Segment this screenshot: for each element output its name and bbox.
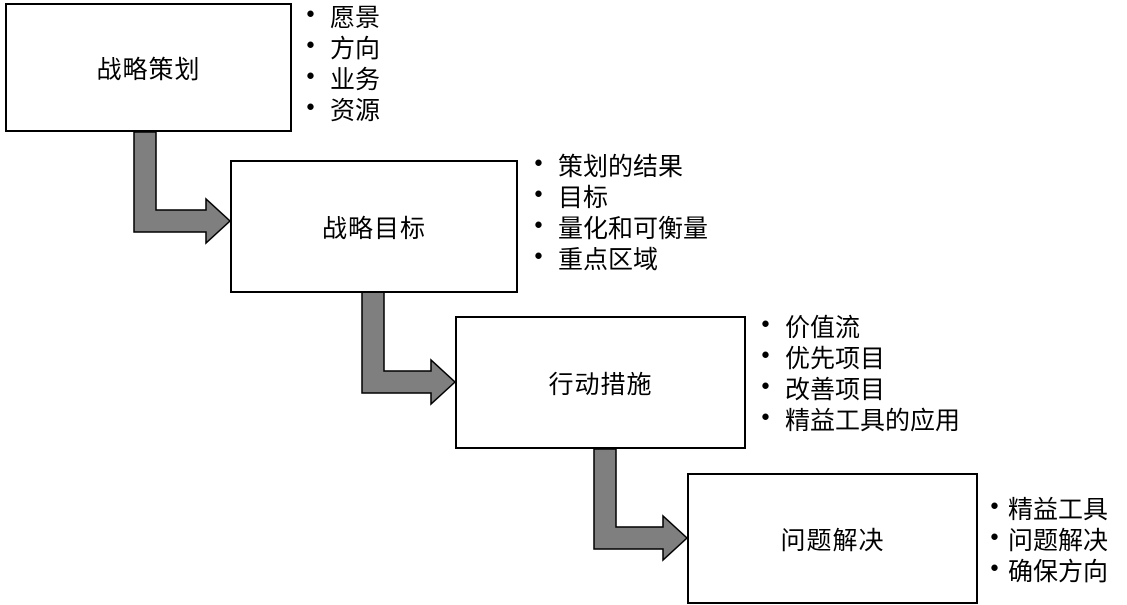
bullet-dot-icon: • [759, 375, 772, 400]
stage-box-strategic-goals: 战略目标 [230, 160, 518, 293]
bullet-dot-icon: • [532, 183, 545, 208]
bullet-dot-icon: • [759, 406, 772, 431]
bullet-dot-icon: • [988, 526, 1001, 551]
list-item: •改善项目 [759, 374, 886, 404]
bullet-dot-icon: • [304, 96, 317, 121]
list-item: •确保方向 [988, 556, 1109, 586]
stage-title: 战略策划 [96, 54, 201, 84]
bullet-dot-icon: • [532, 152, 545, 177]
list-item: •精益工具的应用 [759, 405, 961, 435]
list-item: •量化和可衡量 [532, 213, 709, 243]
bullet-dot-icon: • [532, 245, 545, 270]
list-item: •问题解决 [988, 525, 1109, 555]
list-item: •目标 [532, 182, 609, 212]
stage-bullets-problem-solving: •精益工具 •问题解决 •确保方向 [988, 492, 1109, 586]
bullet-dot-icon: • [304, 65, 317, 90]
stage-bullets-strategic-goals: •策划的结果 •目标 •量化和可衡量 •重点区域 [532, 149, 709, 274]
list-item: •策划的结果 [532, 151, 684, 181]
bullet-dot-icon: • [759, 313, 772, 338]
list-item: •价值流 [759, 312, 861, 342]
stage-bullets-strategic-planning: •愿景 •方向 •业务 •资源 [304, 0, 381, 125]
list-item: •方向 [304, 33, 381, 63]
stage-title: 行动措施 [548, 369, 653, 399]
bullet-dot-icon: • [304, 34, 317, 59]
bullet-dot-icon: • [759, 344, 772, 369]
list-item: •业务 [304, 64, 381, 94]
connector-arrow-1 [133, 131, 232, 245]
bullet-dot-icon: • [988, 557, 1001, 582]
list-item: •愿景 [304, 2, 381, 32]
stage-bullets-action-measures: •价值流 •优先项目 •改善项目 •精益工具的应用 [759, 310, 961, 435]
list-item: •重点区域 [532, 244, 659, 274]
stage-title: 战略目标 [321, 213, 426, 243]
list-item: •资源 [304, 95, 381, 125]
stage-box-strategic-planning: 战略策划 [5, 3, 292, 132]
bullet-dot-icon: • [532, 214, 545, 239]
stage-box-problem-solving: 问题解决 [687, 473, 978, 604]
connector-arrow-2 [361, 291, 457, 406]
list-item: •优先项目 [759, 343, 886, 373]
bullet-dot-icon: • [988, 495, 1001, 520]
list-item: •精益工具 [988, 494, 1109, 524]
stage-box-action-measures: 行动措施 [455, 316, 746, 449]
stage-title: 问题解决 [780, 525, 885, 555]
connector-arrow-3 [593, 448, 689, 562]
bullet-dot-icon: • [304, 3, 317, 28]
